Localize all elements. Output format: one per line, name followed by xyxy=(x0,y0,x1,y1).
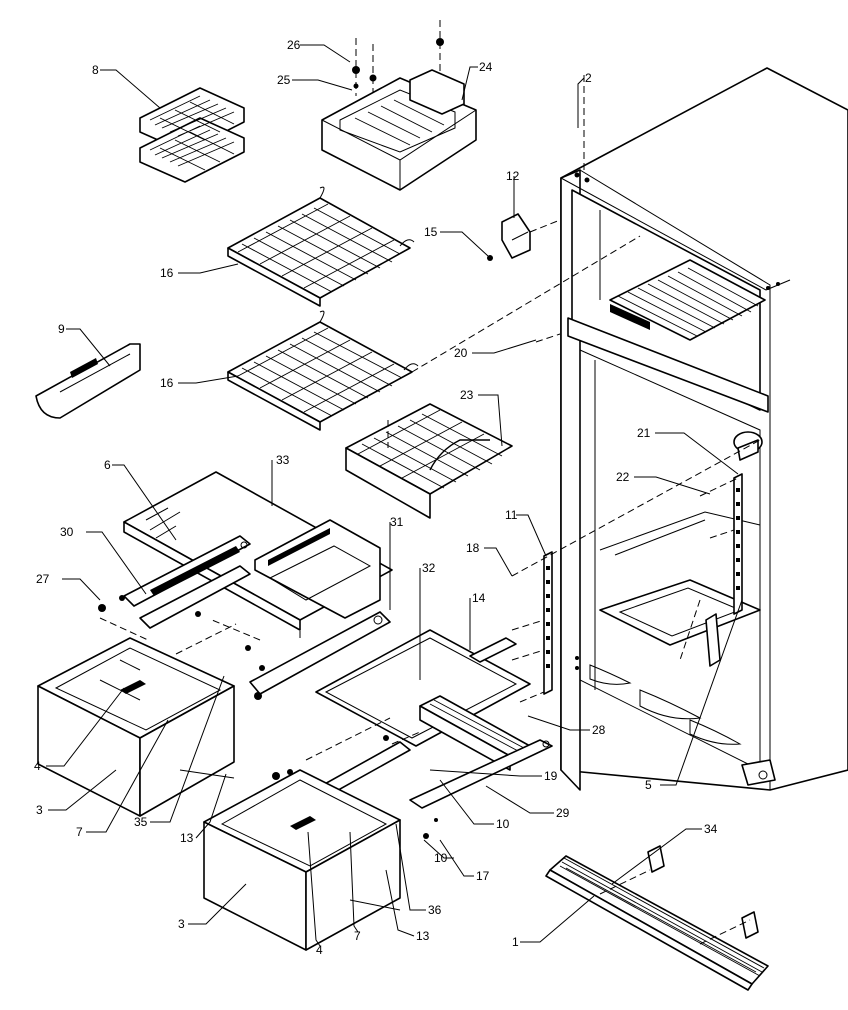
callout-20: 20 xyxy=(454,346,468,360)
callout-35: 35 xyxy=(134,815,148,829)
callout-7-lower: 7 xyxy=(354,929,361,943)
base-grille xyxy=(545,845,769,991)
callout-16-lower: 16 xyxy=(160,376,174,390)
crisper-drawer-lower xyxy=(203,769,438,951)
door-bin xyxy=(35,343,141,419)
callout-30: 30 xyxy=(60,525,74,539)
callout-12: 12 xyxy=(506,169,520,183)
callout-26: 26 xyxy=(287,38,301,52)
callout-17: 17 xyxy=(476,869,490,883)
callout-10-upper: 10 xyxy=(496,817,510,831)
callout-34: 34 xyxy=(704,822,718,836)
callout-29: 29 xyxy=(556,806,570,820)
callout-5: 5 xyxy=(645,778,652,792)
callout-14: 14 xyxy=(472,591,486,605)
callout-18: 18 xyxy=(466,541,480,555)
callout-28: 28 xyxy=(592,723,606,737)
refrigerator-cabinet xyxy=(560,67,848,791)
callout-10-lower: 10 xyxy=(434,851,448,865)
callout-13-upper: 13 xyxy=(180,831,194,845)
ice-bin-housing xyxy=(321,69,477,191)
callout-2: 2 xyxy=(585,71,592,85)
callout-13-lower: 13 xyxy=(416,929,430,943)
callout-9: 9 xyxy=(58,322,65,336)
callout-1: 1 xyxy=(512,935,519,949)
cover-glass-14 xyxy=(469,637,517,663)
callout-6: 6 xyxy=(104,458,111,472)
cover-frame-33 xyxy=(254,519,381,619)
callout-27: 27 xyxy=(36,572,50,586)
cover-frame-31 xyxy=(249,611,391,695)
assembly-lines xyxy=(99,75,761,945)
callout-36: 36 xyxy=(428,903,442,917)
callout-32: 32 xyxy=(422,561,436,575)
callout-25: 25 xyxy=(277,73,291,87)
screws-25-26 xyxy=(352,20,444,96)
callout-21: 21 xyxy=(637,426,651,440)
ice-trays xyxy=(139,87,245,183)
wire-basket xyxy=(345,403,513,519)
callout-3-lower: 3 xyxy=(178,917,185,931)
callout-4-upper: 4 xyxy=(34,759,41,773)
callout-4-lower: 4 xyxy=(316,943,323,957)
callout-15: 15 xyxy=(424,225,438,239)
callout-24: 24 xyxy=(479,60,493,74)
freezer-shelf-lower xyxy=(227,310,419,431)
callout-7-upper: 7 xyxy=(76,825,83,839)
callout-16-upper: 16 xyxy=(160,266,174,280)
shelf-rail xyxy=(543,473,743,695)
callout-22: 22 xyxy=(616,470,630,484)
callout-31: 31 xyxy=(390,515,404,529)
freezer-shelf-upper xyxy=(227,186,415,307)
callout-11: 11 xyxy=(505,508,518,522)
callout-8: 8 xyxy=(92,63,99,77)
drawer-slide-29 xyxy=(409,739,553,809)
leader-lines xyxy=(46,44,743,947)
callout-3-upper: 3 xyxy=(36,803,43,817)
crisper-drawer-upper xyxy=(37,637,235,817)
callout-19: 19 xyxy=(544,769,558,783)
control-housing xyxy=(487,213,531,261)
drawer-slide-upper xyxy=(98,535,265,700)
callout-33: 33 xyxy=(276,453,290,467)
callout-23: 23 xyxy=(460,388,474,402)
callout-labels: 26 25 24 8 2 12 15 16 9 16 20 23 21 6 33… xyxy=(34,38,718,957)
